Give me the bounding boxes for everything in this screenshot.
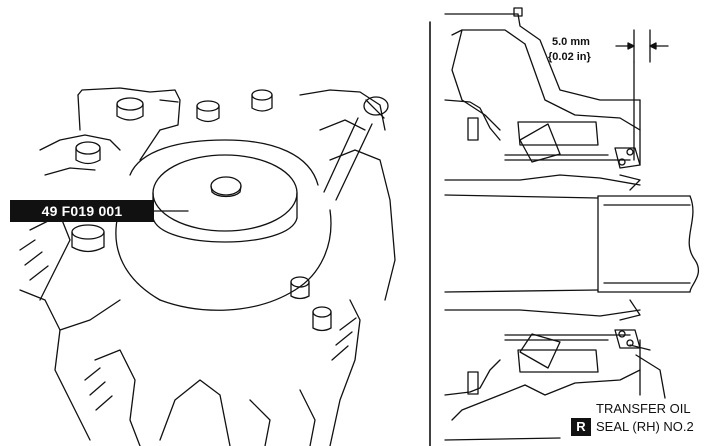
part-label-line2: SEAL (RH) NO.2: [596, 419, 694, 434]
bolt: [71, 224, 105, 253]
bolt: [196, 100, 220, 123]
cross-section-view: [444, 7, 700, 441]
bolt: [116, 97, 144, 121]
dimension-marker: [615, 29, 669, 161]
dimension-imperial: {0.02 in}: [548, 51, 591, 63]
dimension-metric: 5.0 mm: [552, 36, 590, 48]
tool-number-label: 49 F019 001: [10, 200, 154, 222]
bolt: [363, 96, 389, 119]
bolt: [312, 306, 332, 332]
bolt: [290, 276, 310, 300]
replace-badge: R: [571, 418, 591, 436]
transfer-case-housing: [19, 87, 396, 446]
bolt: [75, 141, 101, 165]
part-label-line1: TRANSFER OIL: [596, 401, 691, 416]
bolt: [251, 89, 273, 112]
seal-installer-tool: [152, 154, 298, 243]
